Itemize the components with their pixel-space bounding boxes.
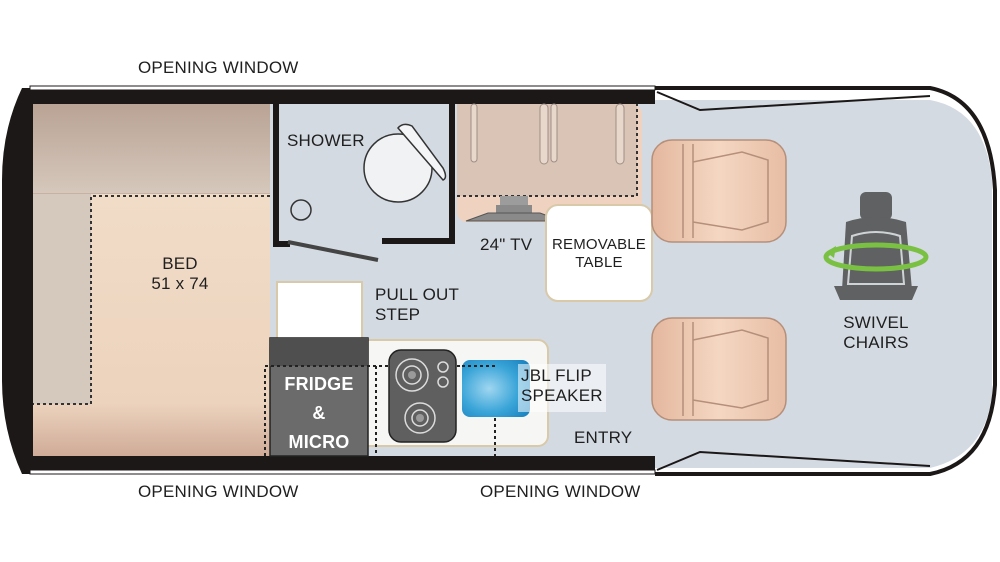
shower-label: SHOWER <box>287 131 365 150</box>
swivel-chairs-label: SWIVEL CHAIRS <box>826 313 926 354</box>
cab-outline <box>655 86 997 476</box>
captain-seat-icon <box>651 317 787 421</box>
jbl-speaker-label: JBL FLIP SPEAKER <box>521 366 603 407</box>
swivel-seat-icon <box>823 192 929 300</box>
table-label-line2: TABLE <box>575 254 623 271</box>
tv-icon <box>465 196 563 222</box>
bottom-right-opening-window-label: OPENING WINDOW <box>480 482 641 501</box>
captain-seat-icon <box>651 139 787 243</box>
pull-out-step-label: PULL OUT STEP <box>375 285 459 326</box>
rear-wall <box>2 88 34 474</box>
top-opening-window-label: OPENING WINDOW <box>138 58 299 77</box>
cooktop-icon <box>388 349 457 443</box>
fridge-micro-label: FRIDGE & MICRO <box>270 370 368 457</box>
speaker-line1: JBL FLIP <box>521 366 592 385</box>
fridge-line1: FRIDGE <box>284 374 354 394</box>
bed-size: 51 x 74 <box>151 274 209 294</box>
pull-out-line2: STEP <box>375 305 421 325</box>
entry-label: ENTRY <box>574 428 633 447</box>
swivel-line2: CHAIRS <box>843 333 909 353</box>
shower-drain-icon <box>290 199 312 221</box>
bottom-left-opening-window-label: OPENING WINDOW <box>138 482 299 501</box>
swivel-line1: SWIVEL <box>843 313 909 332</box>
pull-out-line1: PULL OUT <box>375 285 460 304</box>
removable-table <box>545 204 653 302</box>
fridge-line3: MICRO <box>288 432 350 452</box>
bed-label: BED 51 x 74 <box>120 254 240 295</box>
tv-label: 24" TV <box>480 235 533 254</box>
speaker-line2: SPEAKER <box>521 386 603 406</box>
fridge-line2: & <box>312 403 326 423</box>
table-label: REMOVABLE TABLE <box>546 236 652 272</box>
speaker-icon <box>462 360 530 417</box>
bed-title: BED <box>162 254 198 273</box>
table-label-line1: REMOVABLE <box>551 236 647 253</box>
